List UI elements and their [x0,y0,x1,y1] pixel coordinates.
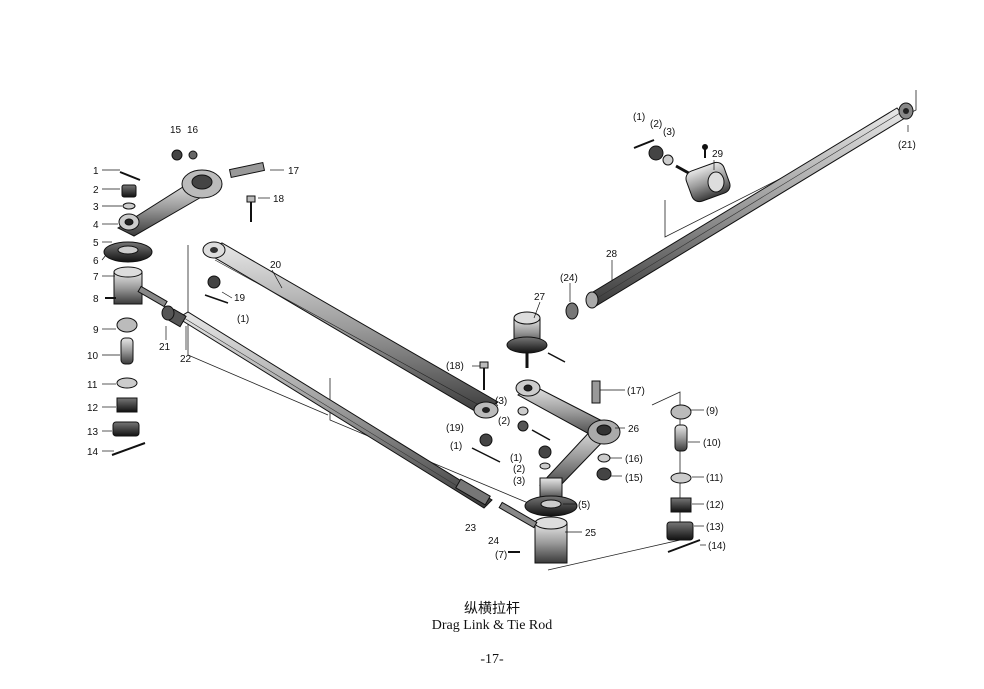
callout-22: 22 [180,354,192,365]
right-ball-joint-stack [666,404,701,553]
callout-p17: (17) [627,386,645,397]
callout-12: 12 [87,403,99,414]
knuckle-25 [498,477,578,564]
callout-p18: (18) [446,361,464,372]
callout-20: 20 [270,260,282,271]
callout-4: 4 [93,220,99,231]
callout-p3-low: (3) [513,476,525,487]
callout-3: 3 [93,202,99,213]
caption-english: Drag Link & Tie Rod [431,618,553,633]
callout-13: 13 [87,427,99,438]
callout-26: 26 [628,424,640,435]
callout-p2-top: (2) [650,119,662,130]
callout-p1-mid: (1) [450,441,462,452]
callout-14: 14 [87,447,99,458]
callout-p12: (12) [706,500,724,511]
callout-p24: (24) [560,273,578,284]
callout-p1-low: (1) [510,453,522,464]
callout-p15: (15) [625,473,643,484]
callout-p2-mid: (2) [498,416,510,427]
bell-crank-26 [515,379,621,491]
callout-p3-top: (3) [663,127,675,138]
callout-p9: (9) [706,406,718,417]
leader-lines [101,125,909,546]
rod-end-29 [633,139,731,203]
callout-11: 11 [87,380,98,391]
callout-27: 27 [534,292,546,303]
callout-21: 21 [159,342,171,353]
tie-rod-22-23 [167,308,493,509]
callout-24: 24 [488,536,500,547]
callout-p3-mid: (3) [495,396,507,407]
drag-link-20 [202,241,499,419]
callout-19: 19 [234,293,246,304]
callout-p1-left: (1) [237,314,249,325]
callout-p11: (11) [706,473,723,484]
callout-23: 23 [465,523,477,534]
callout-p1-top: (1) [633,112,645,123]
callout-6: 6 [93,256,99,267]
callout-5: 5 [93,238,99,249]
callout-10: 10 [87,351,99,362]
callout-p16: (16) [625,454,643,465]
callout-17: 17 [288,166,300,177]
callout-p19: (19) [446,423,464,434]
callout-p7: (7) [495,550,507,561]
callout-2: 2 [93,185,99,196]
callout-labels: 1 2 3 4 5 6 7 8 9 10 11 12 13 14 15 16 1… [87,112,916,561]
callout-1: 1 [93,166,99,177]
callout-25: 25 [585,528,597,539]
caption-chinese: 纵横拉杆 [464,601,520,617]
callout-18: 18 [273,194,285,205]
callout-15: 15 [170,125,182,136]
callout-7: 7 [93,272,99,283]
callout-16: 16 [187,125,199,136]
ball-joint-27 [506,302,579,368]
left-steering-arm-assembly [103,149,266,456]
callout-p10: (10) [703,438,721,449]
callout-28: 28 [606,249,618,260]
callout-8: 8 [93,294,99,305]
tie-rod-28 [585,102,914,309]
callout-9: 9 [93,325,99,336]
callout-p13: (13) [706,522,724,533]
callout-p14: (14) [708,541,726,552]
center-small-parts [471,361,552,470]
callout-p2-low: (2) [513,464,525,475]
page-number: -17- [480,652,504,667]
bolt-18-and-pin [204,195,256,304]
callout-p5: (5) [578,500,590,511]
callout-29: 29 [712,149,724,160]
callout-p21: (21) [898,140,916,151]
